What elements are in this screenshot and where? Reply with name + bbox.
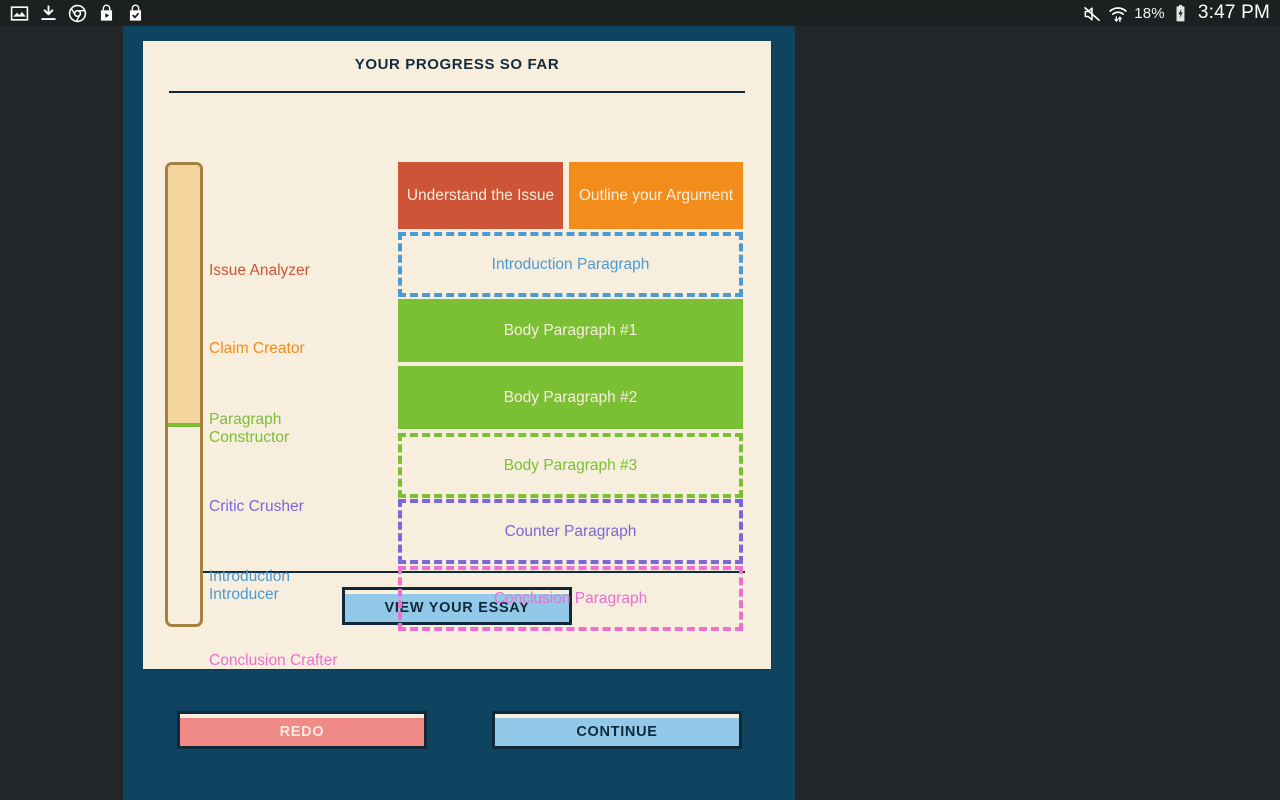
essay-block[interactable]: Introduction Paragraph	[398, 232, 743, 297]
essay-block[interactable]: Outline your Argument	[569, 162, 743, 229]
status-bar-system-icons: 18% 3:47 PM	[1082, 2, 1270, 24]
play-store-icon	[97, 4, 116, 23]
essay-block[interactable]: Body Paragraph #2	[398, 366, 743, 429]
essay-block[interactable]: Conclusion Paragraph	[398, 566, 743, 631]
button-highlight-strip	[345, 590, 569, 594]
stage-label: Issue Analyzer	[209, 262, 310, 279]
stage-label: Introduction Introducer	[209, 568, 290, 603]
status-bar-clock: 3:47 PM	[1197, 2, 1270, 23]
play-store-installed-icon	[126, 4, 145, 23]
essay-block[interactable]: Body Paragraph #1	[398, 299, 743, 362]
battery-charging-icon	[1172, 4, 1191, 23]
stage-label: Conclusion Crafter	[209, 652, 338, 669]
progress-rail-fill	[168, 165, 200, 427]
essay-block[interactable]: Understand the Issue	[398, 162, 563, 229]
redo-button[interactable]: REDO	[177, 711, 427, 749]
stage-label: Paragraph Constructor	[209, 411, 290, 446]
download-icon	[39, 4, 58, 23]
continue-label: CONTINUE	[495, 718, 739, 746]
volume-mute-icon	[1082, 4, 1101, 23]
title-divider	[169, 91, 745, 93]
button-highlight-strip	[495, 714, 739, 718]
stage-label: Critic Crusher	[209, 498, 304, 515]
continue-button[interactable]: CONTINUE	[492, 711, 742, 749]
gallery-icon	[10, 4, 29, 23]
stage-label: Claim Creator	[209, 340, 305, 357]
chrome-icon	[68, 4, 87, 23]
view-your-essay-label: VIEW YOUR ESSAY	[345, 594, 569, 622]
essay-block[interactable]: Body Paragraph #3	[398, 433, 743, 498]
android-status-bar: 18% 3:47 PM	[0, 0, 1280, 26]
redo-label: REDO	[180, 718, 424, 746]
status-bar-notification-icons	[10, 4, 145, 23]
page-title: YOUR PROGRESS SO FAR	[354, 56, 560, 73]
essay-block[interactable]: Counter Paragraph	[398, 499, 743, 564]
progress-rail	[165, 162, 203, 627]
wifi-transfer-icon	[1108, 4, 1127, 23]
battery-percent-label: 18%	[1134, 4, 1165, 22]
view-your-essay-button[interactable]: VIEW YOUR ESSAY	[342, 587, 572, 625]
button-highlight-strip	[180, 714, 424, 718]
footer-divider	[169, 571, 745, 573]
footer-actions: REDO CONTINUE	[123, 686, 795, 749]
